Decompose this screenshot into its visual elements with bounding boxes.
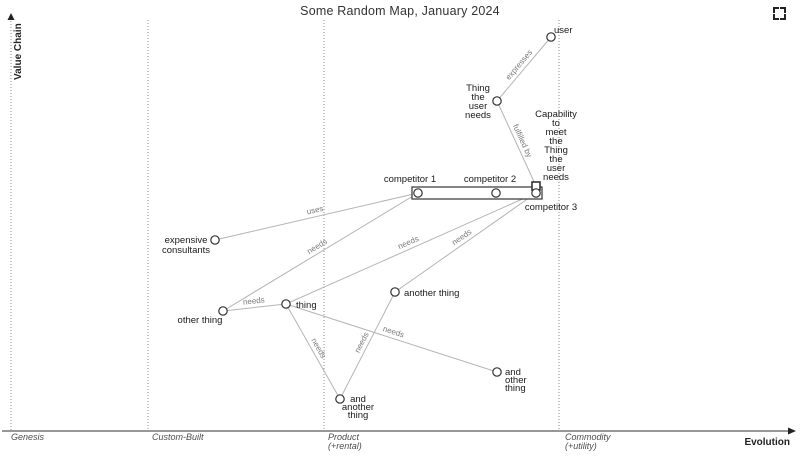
node-label-capability: the bbox=[549, 136, 562, 147]
competitors-box bbox=[411, 186, 543, 200]
edge-label: needs bbox=[397, 234, 421, 251]
edge-thing-user-needs--capability bbox=[496, 100, 537, 187]
node-competitor-1[interactable] bbox=[413, 188, 423, 198]
node-thing-user-needs[interactable] bbox=[492, 96, 502, 106]
edge-competitor-1--expensive-consultants bbox=[214, 192, 419, 241]
node-label-capability: Capability bbox=[535, 109, 577, 120]
edge-label: needs bbox=[242, 295, 265, 306]
y-axis-arrow-icon bbox=[7, 13, 15, 20]
edge-thing--and-another-thing bbox=[285, 303, 341, 400]
node-user[interactable] bbox=[546, 32, 556, 42]
node-label-thing-user-needs: Thing bbox=[466, 83, 490, 94]
x-axis-arrow-icon bbox=[788, 427, 796, 435]
stage-label: (+rental) bbox=[328, 441, 362, 451]
edge-thing--and-other-thing bbox=[285, 303, 498, 373]
node-and-another-thing[interactable] bbox=[335, 394, 345, 404]
node-label-thing-user-needs: needs bbox=[465, 110, 491, 121]
stage-label: Product bbox=[328, 432, 360, 442]
node-competitor-3[interactable] bbox=[531, 188, 541, 198]
node-label-and-other-thing: other bbox=[505, 375, 527, 386]
node-another-thing[interactable] bbox=[390, 287, 400, 297]
node-label-competitor-2: competitor 2 bbox=[464, 174, 516, 185]
node-label-capability: the bbox=[549, 154, 562, 165]
fullscreen-corner bbox=[773, 14, 779, 20]
node-label-expensive-consultants: expensive bbox=[165, 235, 208, 246]
stage-label: Commodity bbox=[565, 432, 611, 442]
edge-label: uses bbox=[306, 204, 324, 217]
fullscreen-corner bbox=[780, 14, 786, 20]
edge-competitor-3--thing bbox=[285, 192, 537, 305]
edge-label: needs bbox=[382, 324, 406, 339]
node-and-other-thing[interactable] bbox=[492, 367, 502, 377]
stage-label: Custom-Built bbox=[152, 432, 204, 442]
node-label-capability: needs bbox=[543, 172, 569, 183]
node-label-and-other-thing: thing bbox=[505, 383, 526, 394]
edge-label: needs bbox=[305, 237, 328, 256]
fullscreen-corner bbox=[780, 7, 786, 13]
node-thing[interactable] bbox=[281, 299, 291, 309]
stage-label: Genesis bbox=[11, 432, 45, 442]
edge-label: needs bbox=[450, 227, 473, 247]
node-other-thing[interactable] bbox=[218, 306, 228, 316]
node-label-user: user bbox=[554, 25, 572, 36]
node-label-and-another-thing: another bbox=[342, 402, 374, 413]
node-label-thing-user-needs: the bbox=[471, 92, 484, 103]
node-label-expensive-consultants: consultants bbox=[162, 245, 210, 256]
node-label-thing: thing bbox=[296, 300, 317, 311]
edge-competitor-1--other-thing bbox=[222, 192, 419, 312]
node-label-capability: Thing bbox=[544, 145, 568, 156]
node-label-another-thing: another thing bbox=[404, 288, 459, 299]
edge-another-thing--and-another-thing bbox=[339, 291, 396, 400]
node-label-competitor-3: competitor 3 bbox=[525, 202, 577, 213]
node-label-capability: user bbox=[547, 163, 565, 174]
stage-label: (+utility) bbox=[565, 441, 597, 451]
edge-label: needs bbox=[353, 331, 371, 355]
node-label-and-another-thing: thing bbox=[348, 410, 369, 421]
edge-label: fulfilled by bbox=[511, 123, 534, 159]
fullscreen-corner bbox=[773, 7, 779, 13]
node-label-thing-user-needs: user bbox=[469, 101, 487, 112]
node-expensive-consultants[interactable] bbox=[210, 235, 220, 245]
node-label-other-thing: other thing bbox=[178, 315, 223, 326]
node-label-and-other-thing: and bbox=[505, 367, 521, 378]
page-title: Some Random Map, January 2024 bbox=[300, 4, 500, 18]
node-label-and-another-thing: and bbox=[350, 394, 366, 405]
edge-label: needs bbox=[309, 337, 328, 360]
edge-competitor-3--another-thing bbox=[394, 192, 537, 293]
evolution-axis-label: Evolution bbox=[744, 437, 790, 448]
node-label-capability: to bbox=[552, 118, 560, 129]
value-chain-axis-label: Value Chain bbox=[13, 23, 24, 80]
edge-other-thing--thing bbox=[222, 303, 287, 312]
node-label-competitor-1: competitor 1 bbox=[384, 174, 436, 185]
edge-user--thing-user-needs bbox=[496, 36, 552, 102]
edge-label: expresses bbox=[504, 48, 534, 82]
node-label-capability: meet bbox=[545, 127, 566, 138]
node-competitor-2[interactable] bbox=[491, 188, 501, 198]
fullscreen-icon[interactable] bbox=[773, 7, 786, 20]
